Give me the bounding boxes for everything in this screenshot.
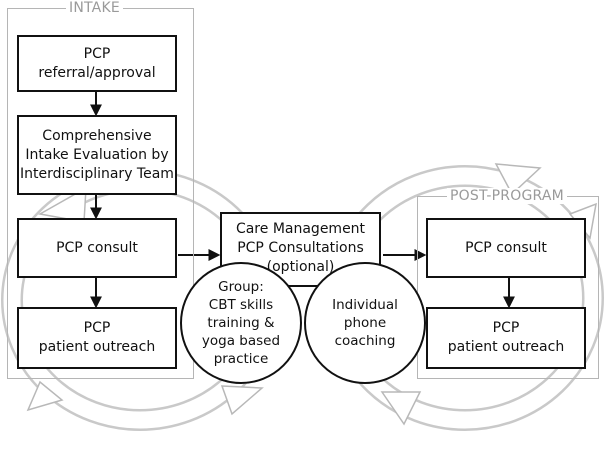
intake-pcp-consult-box: PCP consult (17, 218, 177, 278)
left-cycle-arrowheads (26, 186, 264, 416)
group-cbt-circle: Group: CBT skills training & yoga based … (180, 262, 302, 384)
post-pcp-outreach-box: PCP patient outreach (426, 307, 586, 369)
pcp-referral-box: PCP referral/approval (17, 35, 177, 92)
intake-pcp-outreach-box: PCP patient outreach (17, 307, 177, 369)
right-cycle-arrowheads (380, 163, 597, 426)
post-pcp-consult-box: PCP consult (426, 218, 586, 278)
individual-coaching-circle: Individual phone coaching (304, 262, 426, 384)
intake-evaluation-box: Comprehensive Intake Evaluation by Inter… (17, 115, 177, 195)
post-program-title: POST-PROGRAM (447, 188, 567, 204)
intake-title: INTAKE (66, 0, 123, 16)
